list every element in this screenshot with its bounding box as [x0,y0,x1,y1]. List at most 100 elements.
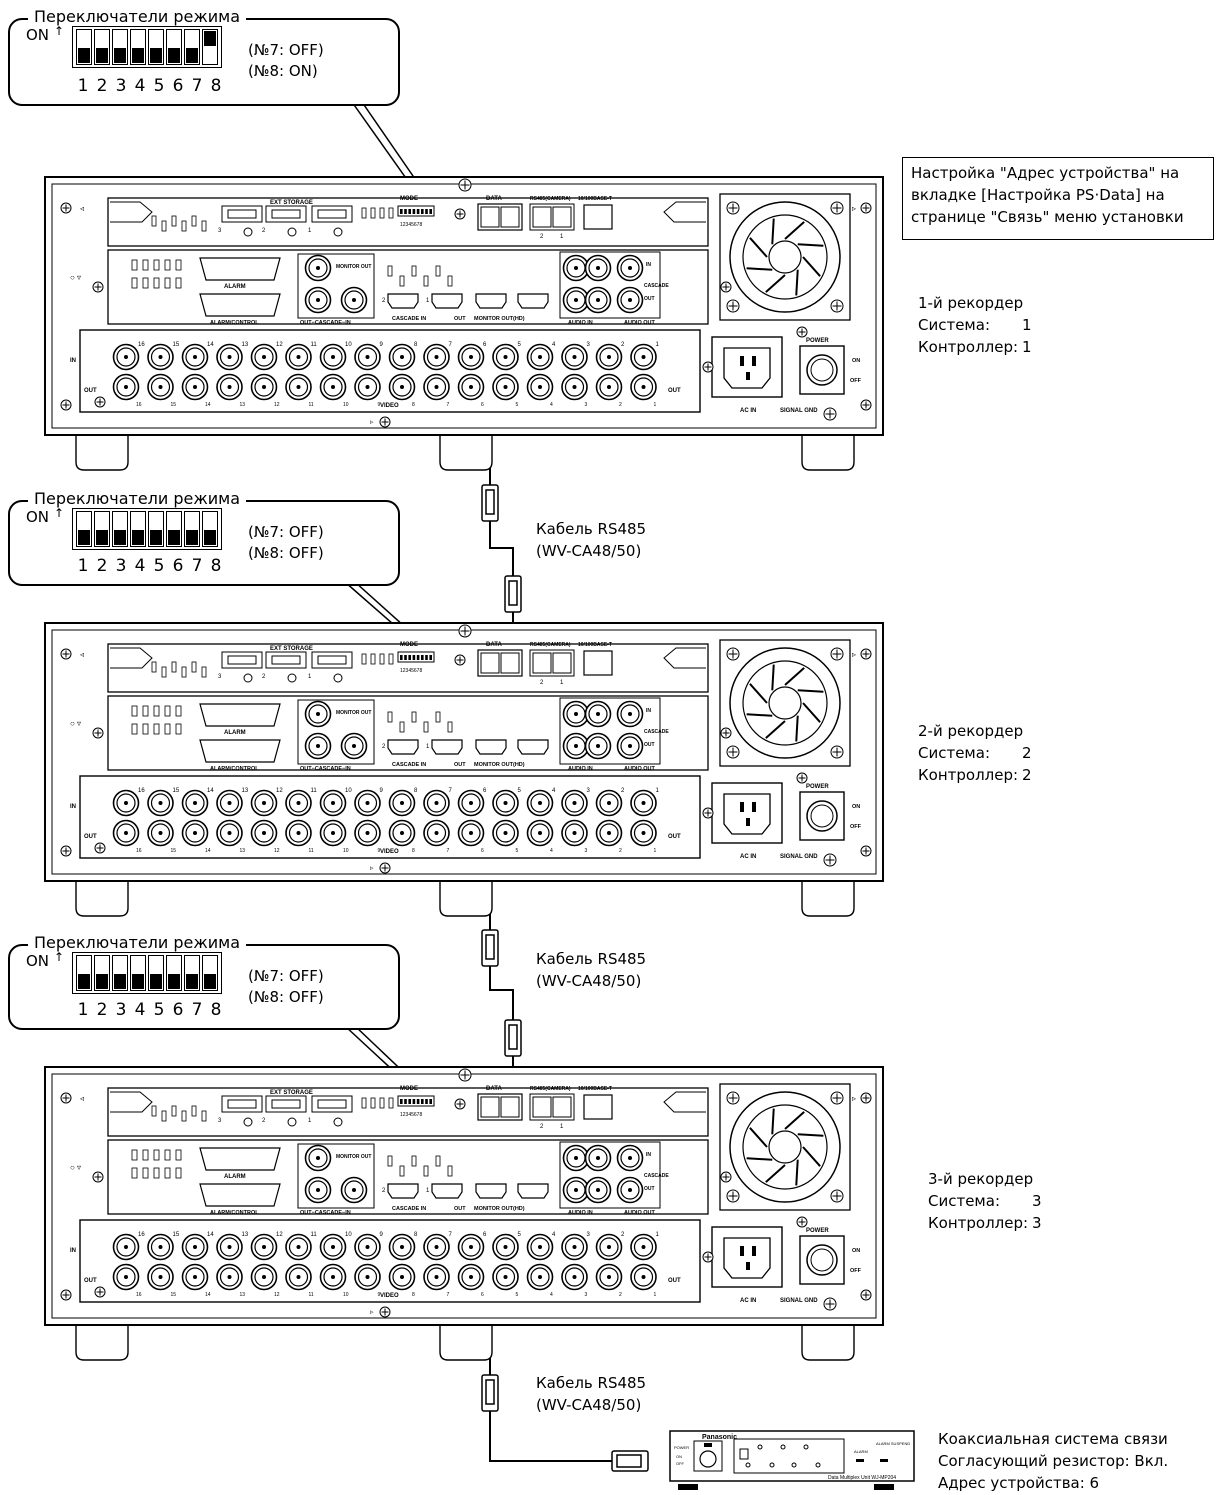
bnc-pin [573,355,577,359]
mode-switch-lever [404,1099,407,1104]
mode-switch-lever [408,1099,411,1104]
video-output-number: 9 [378,402,381,408]
video-input-number: 13 [242,788,249,794]
led-marker [448,276,452,286]
mode-switch-block [398,652,434,662]
bnc-pin [607,1245,611,1249]
mode-switch-callout-3: ON ↑ 12345678 (№7: OFF) (№8: OFF) [8,944,400,1030]
led-marker [182,667,186,677]
dip-switch-8 [202,29,218,65]
led-marker [165,706,170,716]
bnc-pin [596,1188,600,1192]
mode-switch-lever [400,655,403,660]
led-marker [202,1111,206,1121]
bnc-pin [596,298,600,302]
bnc-pin [504,355,508,359]
video-label: VIDEO [380,403,399,409]
mode-switch-lever [417,1099,420,1104]
rs485-port [553,1097,571,1117]
dip-switch-7 [184,29,200,65]
switch-knob [96,974,108,989]
recorder-name: 3-й рекордер [928,1168,1042,1190]
unit-brand: Panasonic [702,1434,737,1441]
video-out-label: OUT [84,1278,97,1284]
power-label: POWER [806,1228,829,1234]
video-input-number: 14 [207,788,214,794]
on-label: ON [852,1248,860,1254]
bnc-pin [400,1275,404,1279]
video-output-number: 7 [447,402,450,408]
video-input-number: 15 [173,342,180,348]
led-marker [162,1111,166,1121]
led-marker [143,260,148,270]
bnc-pin [574,1188,578,1192]
mode-digits: 12345678 [400,668,422,674]
mode-switch-lever [421,1099,424,1104]
bnc-pin [331,385,335,389]
switch-numbers: 12345678 [75,1000,224,1020]
bnc-pin [228,831,232,835]
fan-hub [769,241,801,273]
ac-pin [740,1246,744,1256]
bnc-pin [469,1275,473,1279]
bnc-pin [193,1245,197,1249]
base-t-label: 10/100BASE-T [578,1086,612,1092]
video-output-number: 2 [619,848,622,854]
triangle-mark: ▹ [852,204,856,213]
switch-number: 2 [94,1000,110,1020]
alarm-control-connector [200,740,280,762]
switch7-note: (№7: OFF) [248,40,324,61]
recorder-foot [440,434,492,470]
out-label: OUT [454,1206,466,1212]
led-marker [132,706,137,716]
led-marker [412,1156,416,1166]
data-label: DATA [486,642,502,648]
bnc-pin [159,1275,163,1279]
bnc-pin [193,1275,197,1279]
switch-number: 2 [94,76,110,96]
controller-label: Контроллер: [918,764,1022,786]
mode-label: MODE [400,1086,418,1092]
bnc-pin [316,298,320,302]
video-input-number: 12 [276,342,283,348]
video-output-number: 14 [205,402,211,408]
hdmi-port [518,740,548,754]
bnc-pin [228,1275,232,1279]
recorder-1: ◃▹EXT STORAGE321MODE12345678DATARS485(CA… [40,172,890,482]
video-label: VIDEO [380,849,399,855]
monitor-out-hd-label: MONITOR OUT(HD) [474,762,525,768]
bnc-pin [159,801,163,805]
cascade-in-label: CASCADE IN [392,762,426,768]
cascade-label: CASCADE [644,283,669,289]
switch-number: 3 [113,76,129,96]
led-marker [388,712,392,722]
led-marker [400,1166,404,1176]
data-port [481,1097,499,1117]
bnc-pin [596,1156,600,1160]
bnc-pin [262,1245,266,1249]
led-marker [154,1150,159,1160]
audio-in-label: AUDIO IN [568,1210,593,1216]
mode-switch-lever [429,655,432,660]
audio-out-label: AUDIO OUT [624,766,656,772]
recorder-foot [76,880,128,916]
switch-number: 5 [151,76,167,96]
switch-number: 4 [132,1000,148,1020]
video-output-number: 6 [481,848,484,854]
on-label: ON [852,358,860,364]
cable-model: (WV-CA48/50) [536,540,646,562]
led-hole [244,1118,252,1126]
video-out-label: OUT [668,1278,681,1284]
led-marker [132,278,137,288]
alarm-connector [200,1148,280,1170]
lan-port [584,651,612,675]
video-output-number: 8 [412,402,415,408]
dip-switch-4 [130,955,146,991]
ac-pin [752,1246,756,1256]
monitor-out-hd-label: MONITOR OUT(HD) [474,1206,525,1212]
switch-number: 3 [113,556,129,576]
mode-switch-lever [413,1099,416,1104]
bnc-pin [262,1275,266,1279]
led-marker [152,1106,156,1116]
led-marker [388,266,392,276]
